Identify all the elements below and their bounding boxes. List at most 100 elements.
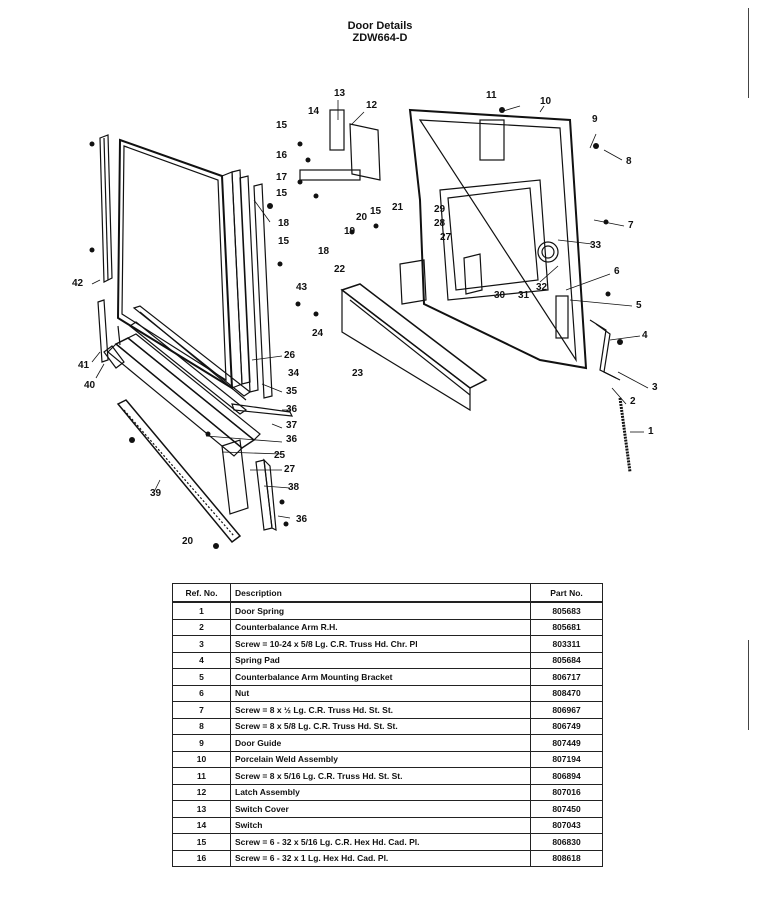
- part-number-cell: 807016: [530, 783, 603, 801]
- description-cell: Counterbalance Arm R.H.: [230, 618, 531, 636]
- callout-number: 9: [592, 114, 598, 125]
- scan-margin-mark: [748, 640, 749, 730]
- part-number-cell: 805683: [530, 601, 603, 620]
- description-cell: Door Spring: [230, 601, 531, 620]
- callout-number: 28: [434, 218, 446, 229]
- callout-number: 44: [0, 0, 12, 3]
- callout-number: 36: [286, 434, 298, 445]
- ref-cell: 7: [172, 701, 231, 719]
- description-cell: Latch Assembly: [230, 783, 531, 801]
- callout-number: 37: [286, 420, 298, 431]
- callout-number: 20: [356, 212, 368, 223]
- parts-table-header-row: Ref. No. Description Part No.: [172, 583, 603, 603]
- part-number-cell: 806749: [530, 717, 603, 735]
- callout-number: 15: [276, 188, 288, 199]
- part-number-cell: 808470: [530, 684, 603, 702]
- callout-number: 1: [648, 426, 654, 437]
- latch-switch-assembly: [299, 109, 381, 181]
- exploded-door-diagram: [89, 100, 649, 549]
- callout-number: 18: [318, 246, 330, 257]
- part-number-cell: 806717: [530, 668, 603, 686]
- ref-cell: 12: [172, 783, 231, 801]
- ref-cell: 2: [172, 618, 231, 636]
- callout-number: 13: [334, 88, 346, 99]
- part-number-cell: 806894: [530, 767, 603, 785]
- callout-number: 15: [276, 120, 288, 131]
- callout-number: 24: [312, 328, 324, 339]
- ref-cell: 4: [172, 651, 231, 669]
- callout-number: 3: [652, 382, 658, 393]
- callout-number: 12: [366, 100, 378, 111]
- ref-cell: 6: [172, 684, 231, 702]
- description-cell: Nut: [230, 684, 531, 702]
- callout-number: 18: [278, 218, 290, 229]
- callout-number: 16: [276, 150, 288, 161]
- description-cell: Screw = 8 x ½ Lg. C.R. Truss Hd. St. St.: [230, 701, 531, 719]
- callout-number: 8: [626, 156, 632, 167]
- description-cell: Screw = 6 - 32 x 5/16 Lg. C.R. Hex Hd. C…: [230, 833, 531, 851]
- callout-number: 10: [540, 96, 552, 107]
- callout-number: 36: [286, 404, 298, 415]
- title-text: Door Details: [347, 20, 413, 32]
- callout-number: 5: [636, 300, 642, 311]
- callout-number: 6: [614, 266, 620, 277]
- part-number-cell: 805681: [530, 618, 603, 636]
- callout-number: 19: [344, 226, 356, 237]
- description-cell: Door Guide: [230, 734, 531, 752]
- bottom-rail: [116, 399, 242, 544]
- part-number-cell: 806830: [530, 833, 603, 851]
- part-number-cell: 806967: [530, 701, 603, 719]
- ref-cell: 13: [172, 800, 231, 818]
- header-ref-no: Ref. No.: [172, 583, 231, 603]
- callout-number: 17: [276, 172, 288, 183]
- callout-number: 35: [286, 386, 298, 397]
- lower-inner-panel: [221, 439, 249, 515]
- part-number-cell: 807450: [530, 800, 603, 818]
- description-cell: Screw = 8 x 5/16 Lg. C.R. Truss Hd. St. …: [230, 767, 531, 785]
- part-number-cell: 807194: [530, 750, 603, 768]
- ref-cell: 15: [172, 833, 231, 851]
- callout-number: 15: [370, 206, 382, 217]
- callout-number: 4: [642, 330, 648, 341]
- callout-number: 40: [84, 380, 96, 391]
- callout-number: 15: [278, 236, 290, 247]
- ref-cell: 1: [172, 601, 231, 620]
- callout-number: 29: [434, 204, 446, 215]
- callout-number: 31: [518, 290, 530, 301]
- ref-cell: 8: [172, 717, 231, 735]
- description-cell: Screw = 10-24 x 5/8 Lg. C.R. Truss Hd. C…: [230, 635, 531, 653]
- callout-number: 23: [352, 368, 364, 379]
- ref-cell: 5: [172, 668, 231, 686]
- callout-number: 2: [630, 396, 636, 407]
- control-panel-bracket: [340, 283, 488, 412]
- left-side-trim-strip: [99, 134, 113, 283]
- part-number-cell: 807449: [530, 734, 603, 752]
- right-side-trim: [253, 183, 273, 399]
- callout-number: 11: [486, 90, 497, 101]
- callout-number: 33: [590, 240, 602, 251]
- callout-number: 42: [72, 278, 84, 289]
- callout-number: 7: [628, 220, 634, 231]
- door-spring: [618, 397, 632, 473]
- callout-number: 34: [288, 368, 300, 379]
- description-cell: Screw = 8 x 5/8 Lg. C.R. Truss Hd. St. S…: [230, 717, 531, 735]
- callout-number: 27: [440, 232, 452, 243]
- ref-cell: 14: [172, 816, 231, 834]
- scan-margin-mark: [748, 8, 749, 98]
- part-number-cell: 808618: [530, 849, 603, 867]
- callout-number: 22: [334, 264, 346, 275]
- ref-cell: 10: [172, 750, 231, 768]
- callout-number: 39: [150, 488, 162, 499]
